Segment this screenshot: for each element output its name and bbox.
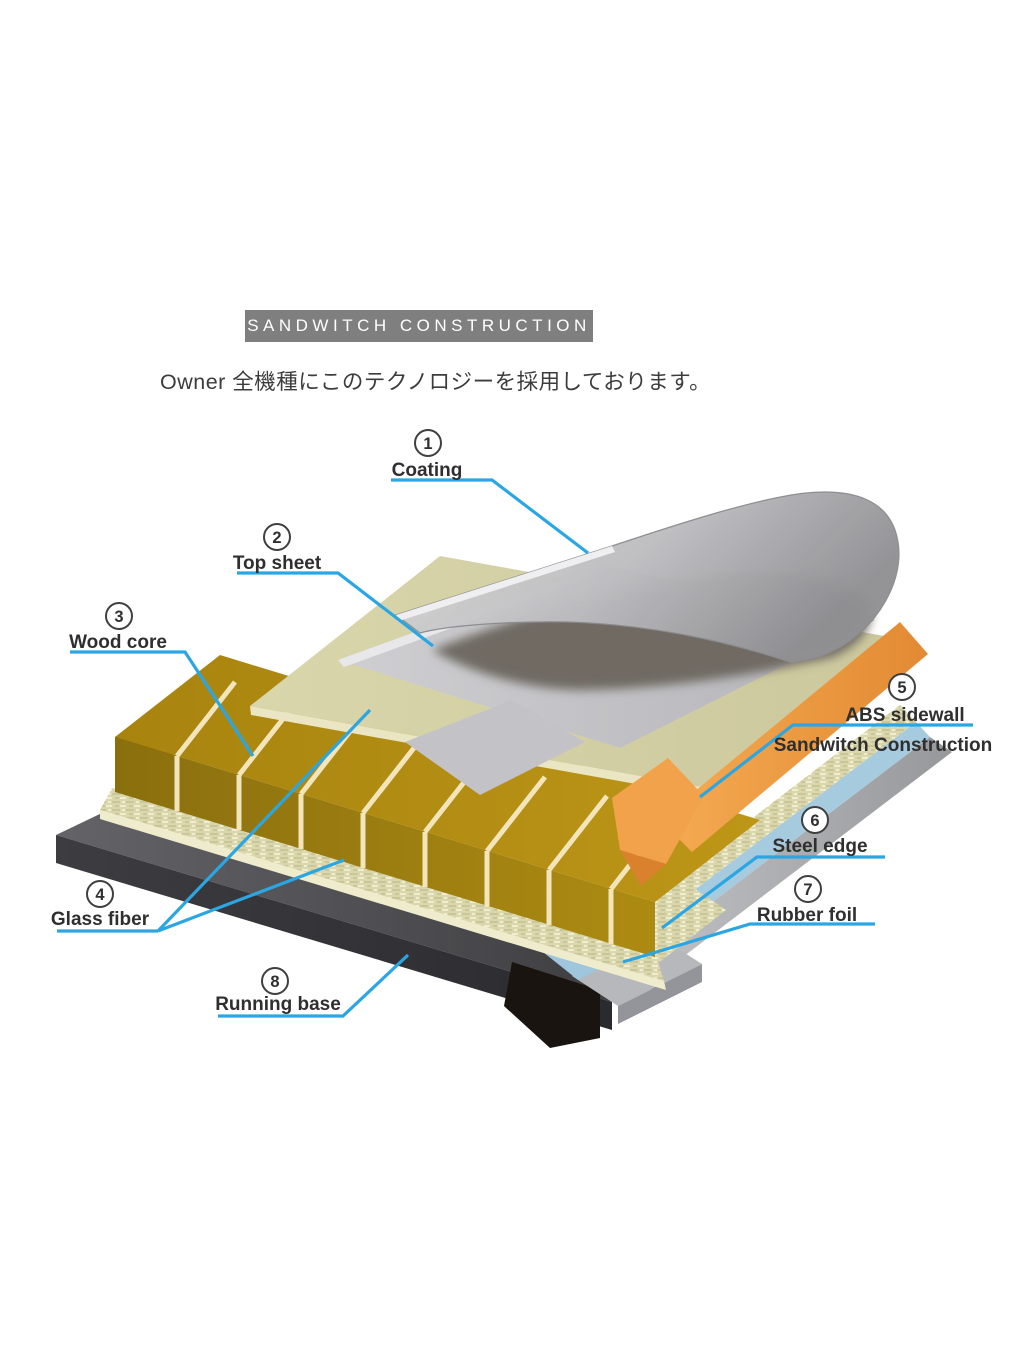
badge-number: 8 [270, 973, 279, 991]
badge-number: 6 [810, 812, 819, 830]
number-badge [888, 673, 916, 701]
running-base-block [504, 962, 600, 1048]
callout-label: Running base [215, 994, 341, 1015]
callout-label: Rubber foil [757, 905, 857, 926]
leader-steel-edge [661, 855, 885, 930]
leader-top-sheet [237, 571, 434, 648]
badge-number: 7 [803, 881, 812, 899]
leader-rubber-foil [622, 922, 875, 964]
leader-coating [391, 478, 589, 555]
leader-running-base [218, 953, 410, 1018]
callout-label: ABS sidewall [845, 705, 964, 726]
running-base-layer [56, 812, 668, 1048]
number-badge [414, 429, 442, 457]
abs-sidewall-wedge [612, 758, 704, 864]
coating-layer [394, 491, 900, 664]
glass-fiber-lower-edge [100, 810, 666, 990]
leader-lines [57, 478, 973, 1018]
running-base-top [56, 812, 668, 1002]
callout-running-base: 8 Running base [215, 967, 341, 1015]
callout-glass-fiber: 4 Glass fiber [51, 880, 150, 930]
leader-glass-fiber-lower [157, 858, 345, 933]
callout-rubber-foil: 7 Rubber foil [757, 875, 857, 926]
badge-number: 5 [897, 679, 906, 697]
callout-top-sheet: 2 Top sheet [233, 523, 322, 574]
callout-coating: 1 Coating [392, 429, 463, 481]
section-title: SANDWITCH CONSTRUCTION [245, 310, 593, 342]
running-base-front [56, 835, 612, 1030]
badge-number: 2 [272, 529, 281, 547]
callout-label: Glass fiber [51, 909, 150, 930]
leader-wood-core [70, 650, 255, 757]
wood-core-front [115, 737, 655, 957]
badge-number: 4 [95, 886, 105, 904]
abs-sidewall-layer [612, 622, 928, 886]
leader-glass-fiber-upper [156, 708, 372, 933]
number-badge [86, 880, 114, 908]
abs-sidewall-fold [620, 850, 666, 886]
callout-label: Wood core [69, 632, 167, 653]
callout-abs-sidewall: 5 ABS sidewall Sandwitch Construction [774, 673, 993, 756]
leader-abs-sidewall [699, 723, 973, 799]
coating-sheet [394, 491, 900, 664]
number-badge [263, 523, 291, 551]
glass-fiber-lower-sheet [100, 788, 664, 981]
steel-edge-ledge-front [618, 964, 702, 1024]
number-badge [105, 602, 133, 630]
callout-wood-core: 3 Wood core [69, 602, 167, 653]
number-badge [261, 967, 289, 995]
callout-label: Coating [392, 460, 463, 481]
callout-sublabel: Sandwitch Construction [774, 735, 993, 756]
number-badge [794, 875, 822, 903]
number-badge [801, 806, 829, 834]
callout-label: Steel edge [772, 836, 867, 857]
abs-sidewall-strip [660, 622, 928, 852]
badge-number: 3 [114, 608, 123, 626]
top-sheet-step [405, 700, 585, 795]
callout-steel-edge: 6 Steel edge [772, 806, 868, 857]
badge-number: 1 [423, 435, 432, 453]
description-text: Owner 全機種にこのテクノロジーを採用しております。 [160, 370, 712, 394]
callout-label: Top sheet [233, 553, 322, 574]
coating-edge-highlight [396, 546, 615, 621]
